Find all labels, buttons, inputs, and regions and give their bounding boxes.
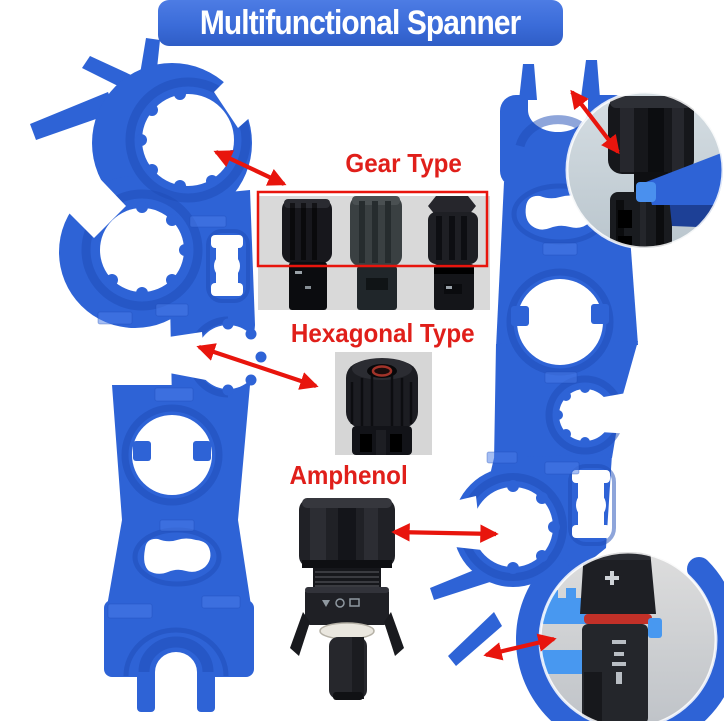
gear-opening-mid bbox=[100, 208, 184, 292]
connector-red-ring bbox=[371, 365, 393, 377]
hexagonal-connector-photo bbox=[335, 352, 432, 455]
gear-teeth bbox=[507, 383, 590, 574]
amphenol-connector-photo bbox=[290, 498, 404, 700]
hexagonal-type-label: Hexagonal Type bbox=[291, 318, 475, 348]
fork-recess bbox=[155, 652, 197, 716]
amphenol-arrow bbox=[391, 523, 499, 543]
connector-white-oring bbox=[319, 622, 375, 640]
gear-opening-top bbox=[142, 94, 234, 186]
connector-red-oring bbox=[584, 614, 652, 624]
page-title: Multifunctional Spanner bbox=[200, 3, 521, 42]
gear-type-label: Gear Type bbox=[345, 148, 463, 178]
annotation-arrows bbox=[196, 89, 620, 661]
flower-hole bbox=[144, 538, 211, 574]
title-banner: Multifunctional Spanner bbox=[158, 0, 563, 46]
right-spanner-prong-icon bbox=[519, 64, 537, 100]
left-spanner bbox=[30, 38, 272, 716]
hexagonal-type-arrow bbox=[196, 343, 319, 390]
bottom-inset-photo bbox=[538, 550, 718, 721]
gear-type-highlight-box bbox=[256, 190, 489, 268]
gear-type-arrow bbox=[213, 150, 287, 186]
gear-opening-right-small bbox=[559, 389, 611, 441]
gear-opening-right-big bbox=[473, 487, 553, 567]
round-hole bbox=[132, 415, 212, 495]
right-spanner-prong-icon bbox=[448, 612, 502, 666]
gear-opening-gap bbox=[214, 64, 272, 128]
right-spanner-prong-icon bbox=[581, 60, 600, 98]
spanner-fork-grip bbox=[646, 152, 723, 205]
right-spanner-prong-icon bbox=[430, 566, 490, 600]
top-inset-arrow bbox=[570, 89, 620, 155]
round-hole bbox=[517, 279, 603, 365]
left-spanner-prong-icon bbox=[30, 92, 116, 140]
bottom-inset-arrow bbox=[483, 633, 557, 661]
gear-connectors-photo bbox=[256, 190, 490, 310]
amphenol-label: Amphenol bbox=[289, 460, 409, 490]
top-inset-photo bbox=[565, 90, 724, 250]
